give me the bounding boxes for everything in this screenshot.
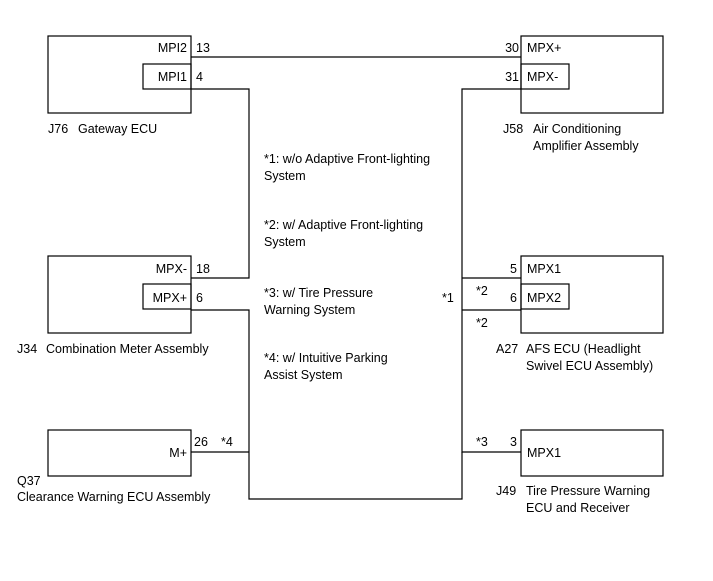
component-j76: MPI2 13 MPI1 4 J76 Gateway ECU xyxy=(47,35,210,136)
a27-name-line2: Swivel ECU Assembly) xyxy=(526,359,653,373)
j34-code: J34 xyxy=(17,342,37,356)
a27-pin-label-mpx1: MPX1 xyxy=(527,262,561,276)
j58-pin-number-30: 30 xyxy=(505,41,519,55)
j34-pin-label-mpx-minus: MPX- xyxy=(156,262,187,276)
wire-j76-4-to-j34-18 xyxy=(191,88,250,279)
q37-outer-box xyxy=(47,429,192,477)
j58-pin-number-31: 31 xyxy=(505,70,519,84)
component-j49: 3 MPX1 J49 Tire Pressure Warning ECU and… xyxy=(496,429,664,515)
notes: *1: w/o Adaptive Front-lighting System *… xyxy=(264,152,430,382)
mark-q37-wire: *4 xyxy=(221,435,233,449)
j34-name: Combination Meter Assembly xyxy=(46,342,209,356)
q37-pin-label-m-plus: M+ xyxy=(169,446,187,460)
j76-name: Gateway ECU xyxy=(78,122,157,136)
a27-code: A27 xyxy=(496,342,518,356)
j58-pin-label-mpx-plus: MPX+ xyxy=(527,41,561,55)
wire-j34-6-to-bus-bottom xyxy=(191,309,463,500)
j76-inner-box xyxy=(142,63,192,90)
wire-marks: *4 *1 *2 *2 *3 xyxy=(221,284,488,449)
component-a27: 5 MPX1 6 MPX2 A27 AFS ECU (Headlight Swi… xyxy=(496,255,664,373)
j76-code: J76 xyxy=(48,122,68,136)
component-q37: M+ 26 Q37 Clearance Warning ECU Assembly xyxy=(17,429,211,504)
q37-name: Clearance Warning ECU Assembly xyxy=(17,490,211,504)
j76-pin-label-mpi1: MPI1 xyxy=(158,70,187,84)
j49-code: J49 xyxy=(496,484,516,498)
component-j34: MPX- 18 MPX+ 6 J34 Combination Meter Ass… xyxy=(17,255,210,356)
component-j58: 30 MPX+ 31 MPX- J58 Air Conditioning Amp… xyxy=(503,35,664,153)
j76-pin-number-13: 13 xyxy=(196,41,210,55)
mark-a27-pin5: *2 xyxy=(476,284,488,298)
note-1-line2: System xyxy=(264,169,306,183)
j34-pin-number-18: 18 xyxy=(196,262,210,276)
a27-pin-number-6: 6 xyxy=(510,291,517,305)
mark-j49-wire: *3 xyxy=(476,435,488,449)
j58-inner-box xyxy=(520,63,570,90)
note-3-line1: *3: w/ Tire Pressure xyxy=(264,286,373,300)
note-4-line2: Assist System xyxy=(264,368,343,382)
j58-code: J58 xyxy=(503,122,523,136)
q37-code: Q37 xyxy=(17,474,41,488)
a27-pin-label-mpx2: MPX2 xyxy=(527,291,561,305)
j49-name-line2: ECU and Receiver xyxy=(526,501,630,515)
j58-pin-label-mpx-minus: MPX- xyxy=(527,70,558,84)
j58-name-line1: Air Conditioning xyxy=(533,122,621,136)
a27-pin-number-5: 5 xyxy=(510,262,517,276)
wire-j58-31-to-j49-3 xyxy=(461,88,521,453)
j34-pin-number-6: 6 xyxy=(196,291,203,305)
j49-outer-box xyxy=(520,429,664,477)
a27-name-line1: AFS ECU (Headlight xyxy=(526,342,641,356)
j34-pin-label-mpx-plus: MPX+ xyxy=(153,291,187,305)
j49-pin-number-3: 3 xyxy=(510,435,517,449)
note-4-line1: *4: w/ Intuitive Parking xyxy=(264,351,388,365)
wires xyxy=(191,56,521,500)
j34-inner-box xyxy=(142,283,192,310)
q37-pin-number-26: 26 xyxy=(194,435,208,449)
mark-a27-pin6: *2 xyxy=(476,316,488,330)
j76-pin-number-4: 4 xyxy=(196,70,203,84)
a27-inner-box xyxy=(520,283,570,310)
j49-name-line1: Tire Pressure Warning xyxy=(526,484,650,498)
mark-a27-left: *1 xyxy=(442,291,454,305)
note-3-line2: Warning System xyxy=(264,303,355,317)
note-1-line1: *1: w/o Adaptive Front-lighting xyxy=(264,152,430,166)
j49-pin-label-mpx1: MPX1 xyxy=(527,446,561,460)
j76-pin-label-mpi2: MPI2 xyxy=(158,41,187,55)
j58-name-line2: Amplifier Assembly xyxy=(533,139,639,153)
note-2-line1: *2: w/ Adaptive Front-lighting xyxy=(264,218,423,232)
note-2-line2: System xyxy=(264,235,306,249)
